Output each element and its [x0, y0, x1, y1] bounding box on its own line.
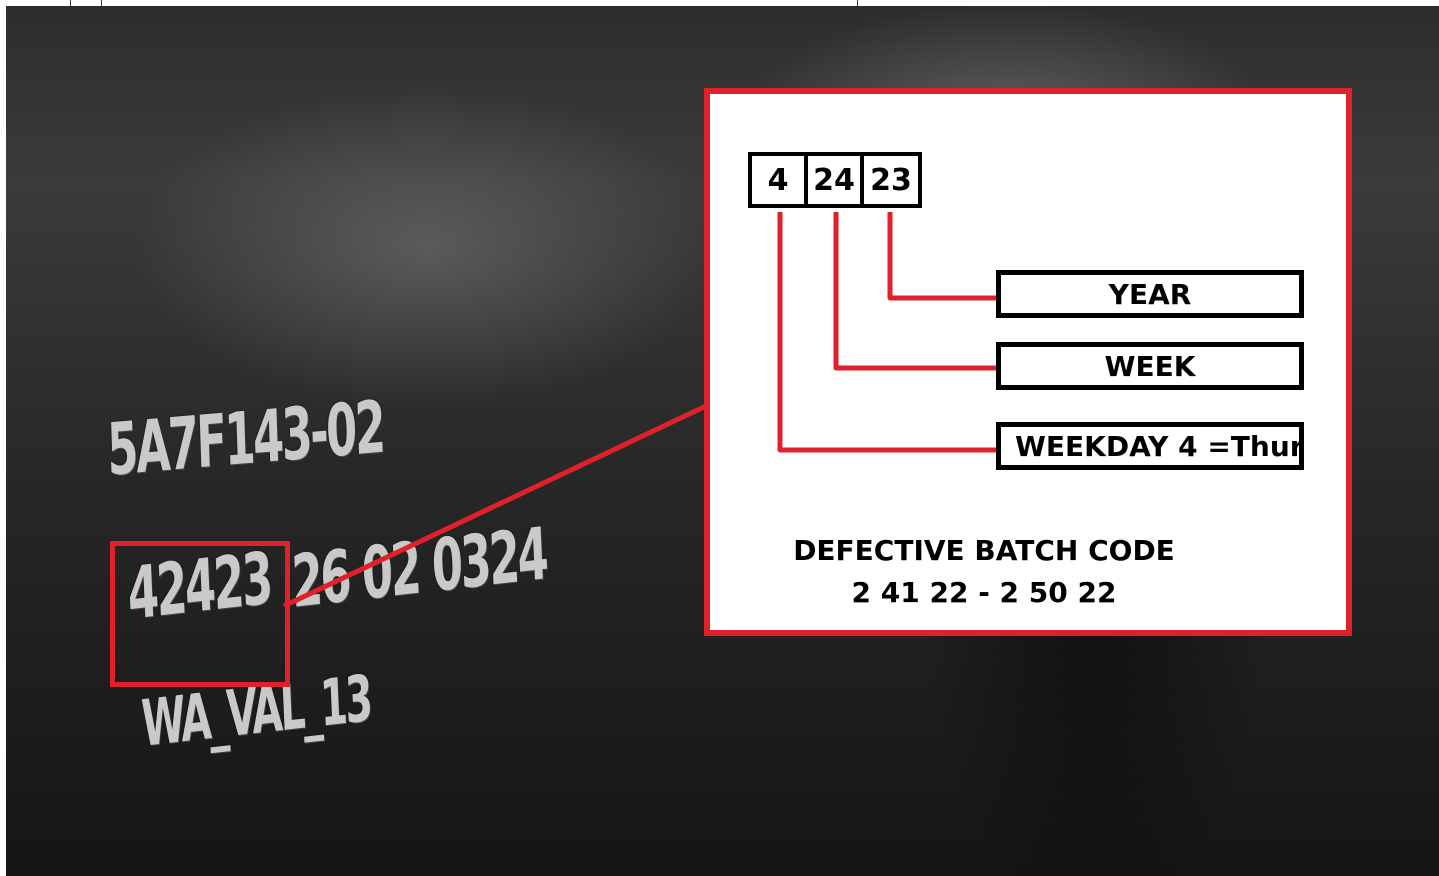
defective-batch-title: DEFECTIVE BATCH CODE	[793, 534, 1175, 567]
digit-leader-lines	[777, 212, 1000, 453]
year-label-box: YEAR	[996, 270, 1304, 318]
border-tick	[70, 0, 71, 6]
batch-code-highlight-box	[110, 541, 290, 687]
batch-code-callout-panel: 4 24 23 YEAR WEEK WEEKDAY 4 =Thur DEFECT…	[704, 88, 1352, 636]
border-tick	[857, 0, 858, 6]
top-border-strip	[0, 0, 1439, 6]
week-leader-line	[833, 212, 1000, 371]
callout-pointer-line	[282, 403, 708, 609]
weekday-label-box: WEEKDAY 4 =Thur	[996, 422, 1304, 470]
week-digit-box: 24	[804, 152, 864, 208]
weekday-digit-box: 4	[748, 152, 808, 208]
year-leader-line	[887, 212, 1000, 301]
border-tick	[101, 0, 102, 6]
defective-batch-range: 2 41 22 - 2 50 22	[851, 576, 1117, 609]
weekday-leader-line	[777, 212, 1000, 453]
week-label-box: WEEK	[996, 342, 1304, 390]
year-digit-box: 23	[860, 152, 922, 208]
